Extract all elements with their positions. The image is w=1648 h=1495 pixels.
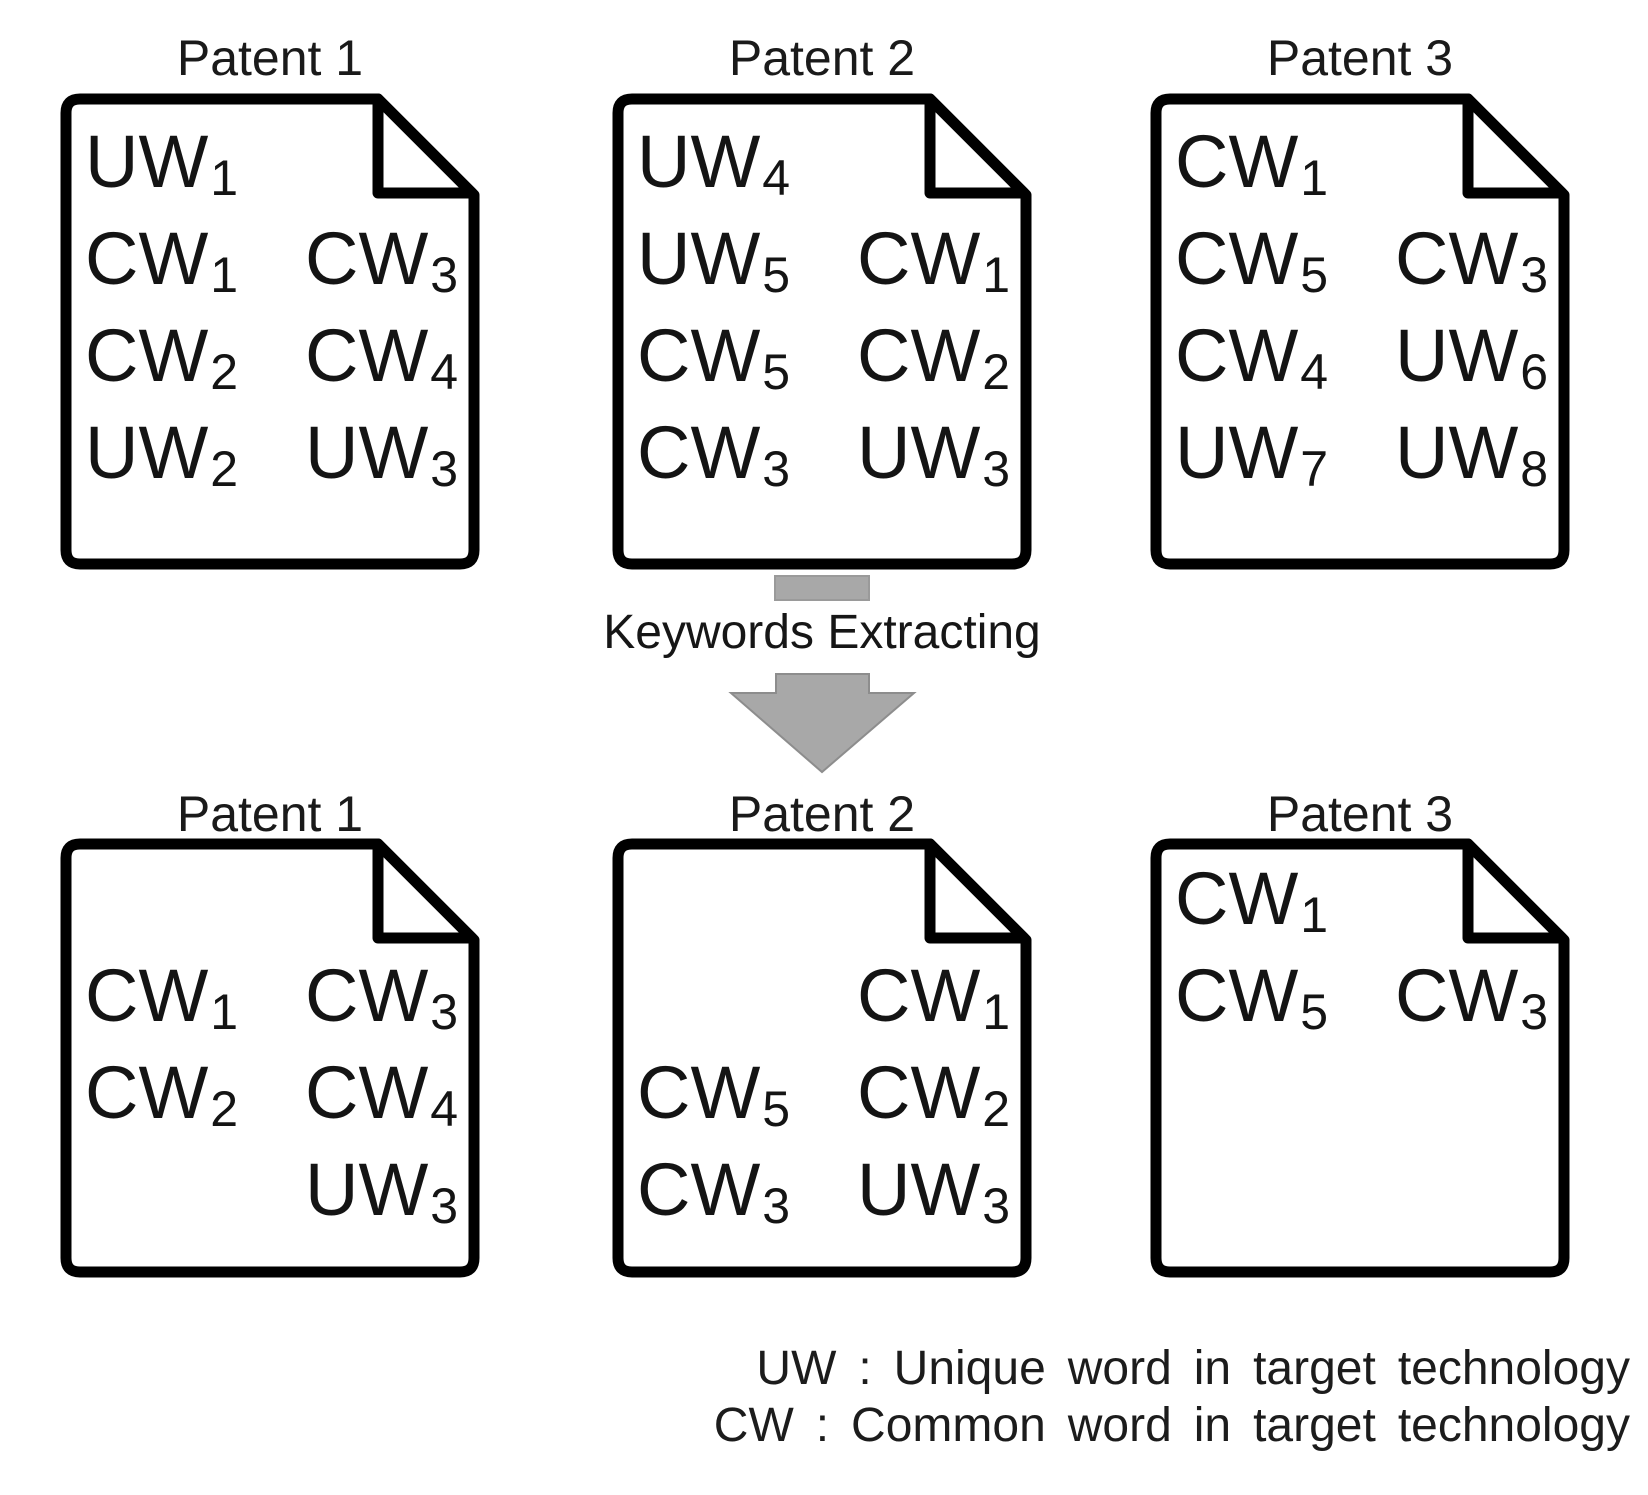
patent-3-title-top: Patent 3 (1266, 30, 1454, 86)
folded-corner-icon (924, 93, 1030, 199)
empty-cell (1175, 1044, 1395, 1141)
empty-cell (1395, 1044, 1560, 1141)
empty-cell (85, 850, 305, 947)
patent-2-title-bottom: Patent 2 (728, 786, 916, 842)
folded-corner-icon (372, 93, 478, 199)
empty-cell (1175, 1141, 1395, 1238)
empty-cell (305, 113, 470, 210)
legend-uw-line: UW : Unique word in target technology (756, 1342, 1630, 1395)
patent-1-title-top: Patent 1 (176, 30, 364, 86)
empty-cell (857, 850, 1022, 947)
patent-1-title-bottom: Patent 1 (176, 786, 364, 842)
empty-cell (637, 850, 857, 947)
document-page-icon (612, 838, 1032, 1278)
document-page-icon (1150, 838, 1570, 1278)
legend-cw-line: CW : Common word in target technology (713, 1399, 1630, 1452)
folded-corner-icon (372, 838, 478, 944)
document-page-icon (612, 93, 1032, 570)
document-page-icon (60, 93, 480, 570)
empty-cell (1395, 1141, 1560, 1238)
document-page-icon (60, 838, 480, 1278)
empty-cell (1395, 850, 1560, 947)
patent-3-title-bottom: Patent 3 (1266, 786, 1454, 842)
down-arrow-icon (728, 673, 917, 774)
arrow-shaft (774, 575, 870, 601)
empty-cell (637, 947, 857, 1044)
empty-cell (305, 850, 470, 947)
empty-cell (857, 113, 1022, 210)
patent-2-title-top: Patent 2 (728, 30, 916, 86)
document-page-icon (1150, 93, 1570, 570)
empty-cell (85, 1141, 305, 1238)
legend: UW : Unique word in target technology CW… (714, 1340, 1630, 1454)
keywords-extracting-label: Keywords Extracting (603, 606, 1041, 659)
empty-cell (1395, 113, 1560, 210)
folded-corner-icon (924, 838, 1030, 944)
folded-corner-icon (1462, 838, 1568, 944)
folded-corner-icon (1462, 93, 1568, 199)
